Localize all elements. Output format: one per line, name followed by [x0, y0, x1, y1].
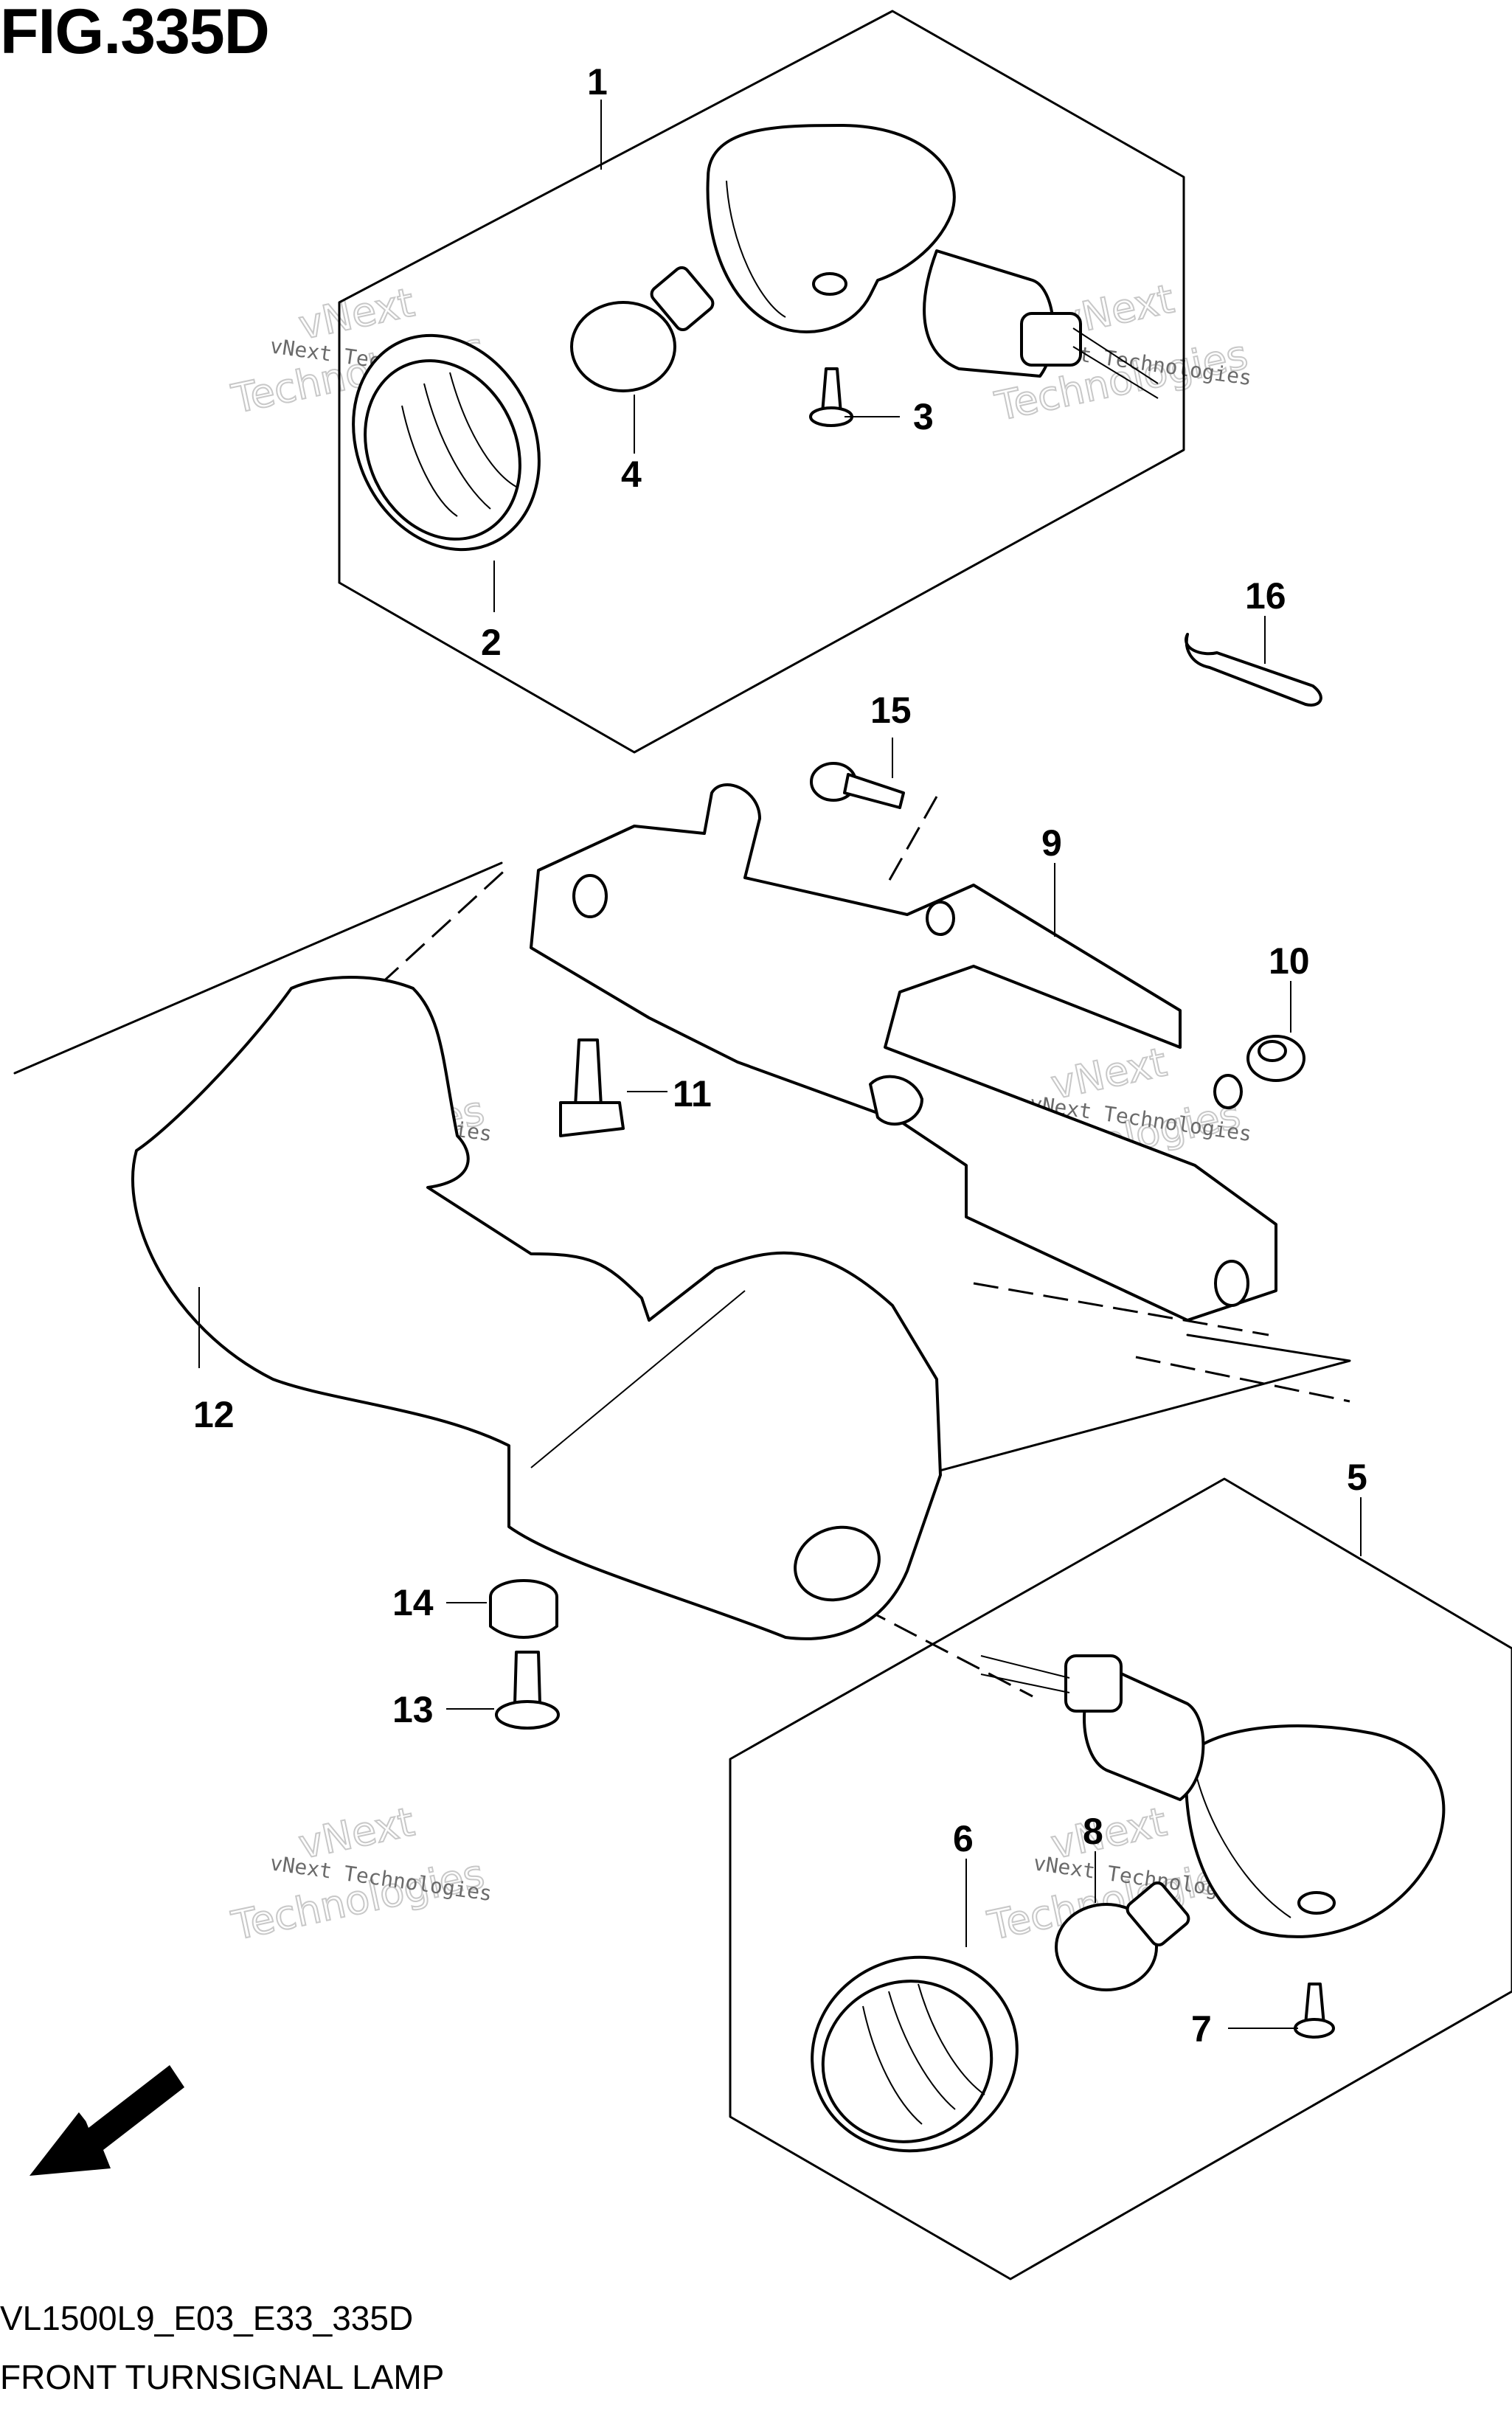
bracket-part-9 — [530, 783, 1277, 1322]
section-name: FRONT TURNSIGNAL LAMP — [0, 2358, 445, 2396]
assembly-box-1 — [338, 10, 1185, 754]
upper-lamp-housing — [706, 124, 1159, 399]
upper-lamp-bulb — [570, 266, 715, 392]
callout-13: 13 — [392, 1689, 434, 1730]
leader-lines — [198, 100, 1362, 2029]
bolt-part-11 — [559, 1038, 625, 1137]
lower-lamp-housing — [980, 1654, 1446, 1938]
model-code: VL1500L9_E03_E33_335D — [0, 2299, 414, 2337]
callout-1: 1 — [587, 61, 608, 103]
figure-title: FIG.335D — [0, 0, 270, 67]
callout-numbers: 1 2 3 4 5 6 7 8 9 10 11 12 13 14 15 16 — [193, 61, 1367, 2050]
dash-line — [887, 796, 938, 882]
main-bracket-outline — [13, 861, 1351, 1473]
watermark-bottom-left: Technologies vNext vNext Technologies — [227, 1797, 493, 1950]
dash-line — [973, 1282, 1269, 1336]
callout-8: 8 — [1083, 1811, 1103, 1852]
screw-part-3 — [809, 367, 853, 427]
clip-part-16 — [1185, 633, 1322, 707]
callout-9: 9 — [1041, 822, 1062, 864]
callout-5: 5 — [1347, 1457, 1367, 1498]
callout-2: 2 — [481, 622, 502, 663]
spacer-part-10 — [1246, 1035, 1305, 1082]
dash-line — [1135, 1356, 1350, 1403]
callout-11: 11 — [673, 1073, 712, 1114]
forward-direction-arrow: FWD — [30, 2065, 184, 2176]
upper-lamp-lens — [352, 333, 541, 552]
lower-lamp-bulb — [1055, 1881, 1190, 1991]
arrow-icon — [30, 2065, 184, 2176]
dash-line — [862, 1606, 1033, 1698]
collar-bolt-part-13 — [495, 1651, 560, 1730]
callout-10: 10 — [1269, 940, 1310, 982]
cover-part-12 — [131, 976, 942, 1640]
callout-16: 16 — [1245, 575, 1286, 617]
callout-15: 15 — [870, 690, 912, 731]
callout-7: 7 — [1191, 2008, 1212, 2050]
dash-line — [378, 865, 510, 986]
watermark-big-text: vNext — [295, 279, 418, 348]
callout-4: 4 — [621, 454, 642, 495]
assembly-box-5 — [729, 1477, 1512, 2281]
callout-14: 14 — [392, 1582, 434, 1623]
callout-6: 6 — [953, 1818, 974, 1859]
lower-lamp-lens — [811, 1955, 1019, 2153]
bolt-part-15 — [810, 762, 905, 809]
callout-12: 12 — [193, 1394, 235, 1435]
callout-3: 3 — [913, 396, 934, 437]
screw-part-7 — [1294, 1983, 1335, 2039]
grommet-part-14 — [489, 1579, 558, 1639]
